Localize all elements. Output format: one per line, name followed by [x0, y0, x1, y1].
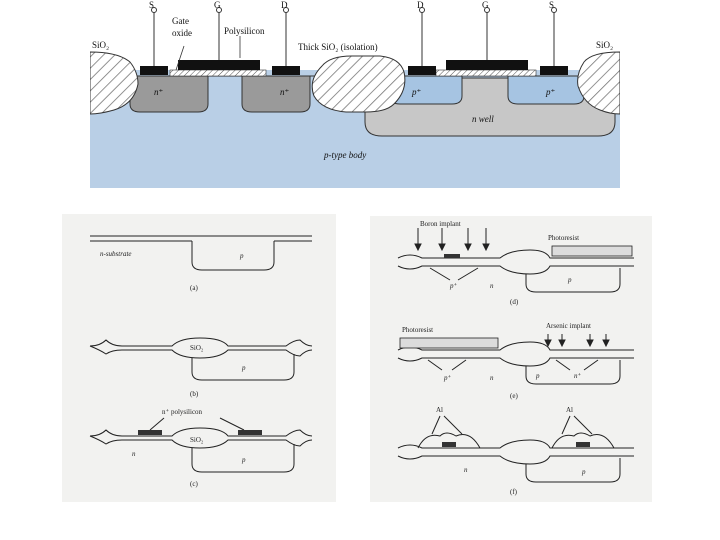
photoresist-block-e	[399, 337, 499, 349]
terminal-d-left: D	[281, 0, 288, 10]
al-label-left: Al	[436, 406, 443, 414]
p-label-f: p	[581, 468, 586, 476]
p-label-b: p	[241, 364, 246, 372]
n-plus-right-label: n⁺	[280, 87, 290, 97]
gate-f-left	[442, 442, 456, 447]
caption-f: (f)	[510, 488, 518, 496]
n-substrate-label: n-substrate	[100, 250, 132, 258]
terminal-d-right: D	[417, 0, 424, 10]
al-label-right: Al	[566, 406, 573, 414]
gate-polysilicon-pmos	[446, 60, 528, 70]
p-plus-label-e: p⁺	[443, 374, 452, 382]
field-oxide-left	[90, 51, 139, 115]
p-well-b	[191, 354, 295, 381]
terminal-g-left: G	[214, 0, 221, 10]
process-steps-right: Boron implant Photoresist p⁺ n p (d) Pho…	[370, 216, 652, 502]
gate-d-left	[444, 254, 460, 258]
poly-gate-c-right	[238, 430, 262, 435]
gate-oxide-label-line1: Gate	[172, 16, 189, 26]
drain-contact-pmos	[408, 66, 436, 75]
sio2-left-label: SiO₂	[92, 40, 109, 50]
n-plus-polysilicon-label: n⁺ polysilicon	[162, 408, 203, 416]
n-label-e: n	[490, 374, 494, 382]
drain-contact-nmos	[272, 66, 300, 75]
n-label-f: n	[464, 466, 468, 474]
sio2-label-b: SiO₂	[190, 344, 204, 352]
source-contact-pmos	[540, 66, 568, 75]
n-well-label: n well	[472, 114, 494, 124]
p-well-e	[525, 360, 621, 385]
caption-e: (e)	[510, 392, 518, 400]
boron-implant-label: Boron implant	[420, 220, 461, 228]
p-body-label: p-type body	[323, 150, 366, 160]
photoresist-label-e: Photoresist	[402, 326, 433, 334]
sio2-label-c: SiO₂	[190, 436, 204, 444]
field-oxide-middle	[311, 55, 406, 113]
n-label-c: n	[132, 450, 136, 458]
gate-f-right	[576, 442, 590, 447]
cmos-cross-section: S G D D G S Gate oxide Polysilicon Thick…	[90, 0, 620, 188]
gate-oxide-pmos	[435, 69, 537, 77]
p-label-a: p	[239, 252, 244, 260]
caption-d: (d)	[510, 298, 519, 306]
terminal-s-right: S	[549, 0, 554, 10]
p-label-c: p	[241, 456, 246, 464]
thick-oxide-label: Thick SiO₂ (isolation)	[298, 42, 378, 52]
terminal-g-right: G	[482, 0, 489, 10]
p-well-f	[525, 458, 621, 483]
p-well-c	[191, 444, 295, 473]
n-plus-region-left	[129, 75, 209, 113]
arsenic-implant-label: Arsenic implant	[546, 322, 591, 330]
process-steps-left: n-substrate p (a) SiO₂ p (b) n⁺ polysili…	[62, 214, 336, 502]
n-label-d: n	[490, 282, 494, 290]
n-plus-label-e: n⁺	[574, 372, 582, 380]
photoresist-block-d	[551, 245, 633, 257]
sio2-right-label: SiO₂	[596, 40, 613, 50]
gate-oxide-nmos	[169, 69, 267, 77]
field-oxide-right	[577, 51, 620, 115]
p-plus-left-label: p⁺	[411, 87, 422, 97]
gate-polysilicon-nmos	[178, 60, 260, 70]
p-well-d	[525, 268, 621, 293]
photoresist-label-d: Photoresist	[548, 234, 579, 242]
caption-a: (a)	[190, 284, 198, 292]
n-plus-region-right	[241, 75, 311, 113]
poly-gate-c-left	[138, 430, 162, 435]
polysilicon-label: Polysilicon	[224, 26, 265, 36]
n-plus-left-label: n⁺	[154, 87, 164, 97]
source-contact-nmos	[140, 66, 168, 75]
p-label-d: p	[567, 276, 572, 284]
p-label-e: p	[535, 372, 540, 380]
caption-c: (c)	[190, 480, 198, 488]
p-plus-right-label: p⁺	[545, 87, 556, 97]
caption-b: (b)	[190, 390, 199, 398]
gate-oxide-label-line2: oxide	[172, 28, 192, 38]
terminal-s-left: S	[149, 0, 154, 10]
p-well-a	[191, 241, 275, 271]
p-plus-label-d: p⁺	[449, 282, 458, 290]
